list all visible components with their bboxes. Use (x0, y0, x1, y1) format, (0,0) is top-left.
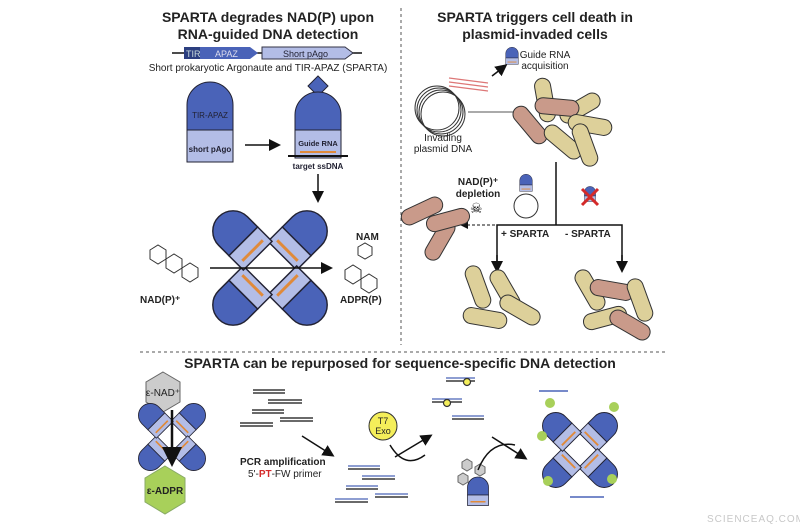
surviving-cells-plus (461, 263, 544, 331)
amplified-dsdna (335, 465, 408, 503)
plasmid-label-2: plasmid DNA (414, 144, 473, 155)
t7-label-2: Exo (375, 426, 391, 436)
target-ssdna-label: target ssDNA (293, 162, 344, 171)
nam-label: NAM (356, 232, 379, 243)
sparta-caption: Short prokaryotic Argonaute and TIR-APAZ… (149, 63, 388, 74)
t7-label-1: T7 (378, 416, 389, 426)
nadp-molecule-icon (149, 244, 199, 283)
minus-sparta-label: - SPARTA (565, 229, 611, 240)
t7-exo-icon (368, 411, 398, 441)
sparta-small-icon (505, 46, 519, 65)
short-pago-label: short pAgo (189, 145, 232, 154)
panel-b-title-1: SPARTA triggers cell death in (437, 9, 633, 25)
gene-diagram: TIR APAZ Short pAgo (172, 46, 362, 60)
plus-sparta-label: + SPARTA (501, 229, 549, 240)
inactive-sparta: TIR-APAZ short pAgo (186, 81, 234, 163)
sparta-guide-icon (467, 476, 489, 506)
pcr-label: PCR amplification (240, 457, 326, 468)
eadpr-label: ε-ADPR (147, 486, 184, 497)
nadp-label: NAD(P)⁺ (140, 295, 180, 306)
primer-label: 5'-PT-FW primer (248, 469, 322, 480)
no-sparta-icon (580, 186, 600, 207)
panel-b-title-2: plasmid-invaded cells (462, 26, 608, 42)
guide-acquisition-1: Guide RNA (520, 50, 571, 61)
depletion-label-1: NAD(P)⁺ (458, 177, 498, 188)
eadpr-hexagon-icon (144, 465, 186, 515)
panel-c: SPARTA can be repurposed for sequence-sp… (134, 355, 623, 515)
watermark: SCIENCEAQ.COM (707, 514, 800, 525)
bacteria-cluster (509, 76, 614, 169)
gene-apaz: APAZ (215, 49, 238, 59)
tir-apaz-label: TIR-APAZ (192, 111, 228, 120)
nam-molecule-icon (357, 242, 373, 260)
active-sparta: Guide RNA target ssDNA (288, 75, 348, 171)
panel-c-title: SPARTA can be repurposed for sequence-sp… (184, 355, 616, 371)
guide-acquisition-2: acquisition (521, 61, 568, 72)
enad-molecules (457, 458, 486, 486)
gene-pago: Short pAgo (283, 49, 328, 59)
enad-label: ε-NAD⁺ (146, 388, 180, 399)
adprp-label: ADPR(P) (340, 295, 382, 306)
ssdna-digestion (432, 377, 484, 420)
sparta-plasmid-icon (519, 173, 533, 192)
panel-b: SPARTA triggers cell death in plasmid-in… (398, 9, 656, 344)
gene-tir: TIR (186, 49, 201, 59)
fluorescence-icons (537, 398, 619, 486)
dsdna-strands (240, 389, 313, 427)
panel-a-title-2: RNA-guided DNA detection (178, 26, 359, 42)
plasmid-icon (414, 77, 489, 137)
panel-a-title-1: SPARTA degrades NAD(P) upon (162, 9, 374, 25)
skull-icon: ☠ (470, 200, 483, 216)
adprp-molecule-icon (344, 264, 378, 294)
dead-cells (398, 193, 472, 264)
depletion-label-2: depletion (456, 189, 500, 200)
panel-a: SPARTA degrades NAD(P) upon RNA-guided D… (140, 9, 387, 334)
cells-minus (571, 266, 656, 344)
guide-rna-label: Guide RNA (298, 139, 338, 148)
plasmid-label-1: Invading (424, 133, 462, 144)
